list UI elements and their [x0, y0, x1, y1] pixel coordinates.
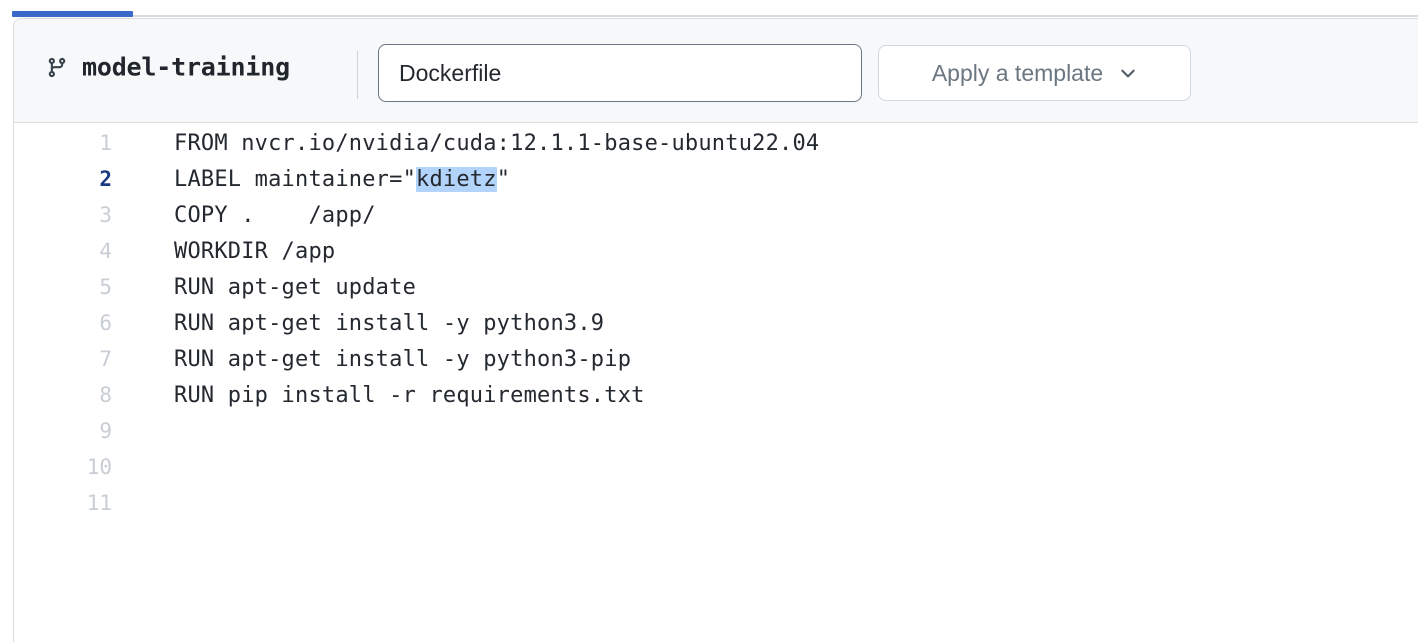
line-content[interactable]: RUN apt-get update [126, 275, 416, 300]
code-line[interactable]: 6 RUN apt-get install -y python3.9 [14, 311, 1418, 347]
code-line[interactable]: 2LABEL maintainer="kdietz" [14, 167, 1418, 203]
line-content[interactable]: RUN pip install -r requirements.txt [126, 383, 645, 408]
branch-indicator[interactable]: model-training [46, 53, 290, 82]
line-number: 11 [14, 491, 126, 515]
line-number: 9 [14, 419, 126, 443]
line-content[interactable]: FROM nvcr.io/nvidia/cuda:12.1.1-base-ubu… [126, 131, 819, 156]
code-text: COPY . /app/ [174, 203, 376, 228]
code-text: LABEL maintainer=" [174, 167, 416, 192]
git-branch-icon [46, 56, 68, 78]
line-content[interactable]: WORKDIR /app [126, 239, 335, 264]
code-text: RUN apt-get install -y python3-pip [174, 347, 631, 372]
code-line[interactable]: 11 [14, 491, 1418, 527]
filename-input[interactable] [378, 44, 862, 102]
line-number: 10 [14, 455, 126, 479]
tab-underline-track [13, 15, 1418, 17]
code-text: RUN pip install -r requirements.txt [174, 383, 645, 408]
code-line[interactable]: 8 RUN pip install -r requirements.txt [14, 383, 1418, 419]
code-line[interactable]: 4 WORKDIR /app [14, 239, 1418, 275]
header-divider [357, 51, 358, 99]
code-line[interactable]: 7 RUN apt-get install -y python3-pip [14, 347, 1418, 383]
code-text: WORKDIR /app [174, 239, 335, 264]
code-editor[interactable]: 1 FROM nvcr.io/nvidia/cuda:12.1.1-base-ub… [14, 123, 1418, 642]
editor-header: model-training Apply a template [14, 19, 1418, 123]
code-text: " [497, 167, 510, 192]
branch-name: model-training [82, 53, 290, 82]
code-text: RUN apt-get update [174, 275, 416, 300]
line-content[interactable]: LABEL maintainer="kdietz" [126, 167, 510, 192]
code-line[interactable]: 1 FROM nvcr.io/nvidia/cuda:12.1.1-base-ub… [14, 131, 1418, 167]
code-line[interactable]: 9 [14, 419, 1418, 455]
line-number: 7 [14, 347, 126, 371]
line-content[interactable]: COPY . /app/ [126, 203, 376, 228]
line-number: 1 [14, 131, 126, 155]
line-number: 3 [14, 203, 126, 227]
line-number: 5 [14, 275, 126, 299]
code-line[interactable]: 3 COPY . /app/ [14, 203, 1418, 239]
code-line[interactable]: 5 RUN apt-get update [14, 275, 1418, 311]
tab-active-indicator[interactable] [12, 11, 133, 17]
apply-template-label: Apply a template [932, 60, 1103, 87]
code-line[interactable]: 10 [14, 455, 1418, 491]
chevron-down-icon [1119, 64, 1137, 82]
line-number: 4 [14, 239, 126, 263]
line-number: 2 [14, 167, 126, 191]
line-number: 8 [14, 383, 126, 407]
line-number: 6 [14, 311, 126, 335]
apply-template-button[interactable]: Apply a template [878, 45, 1191, 101]
file-editor-card: model-training Apply a template 1 FROM nv… [13, 18, 1418, 642]
line-content[interactable]: RUN apt-get install -y python3-pip [126, 347, 631, 372]
line-content[interactable]: RUN apt-get install -y python3.9 [126, 311, 604, 336]
tab-strip [0, 0, 1418, 18]
code-text: RUN apt-get install -y python3.9 [174, 311, 604, 336]
selected-text: kdietz [416, 167, 497, 192]
code-text: FROM nvcr.io/nvidia/cuda:12.1.1-base-ubu… [174, 131, 819, 156]
